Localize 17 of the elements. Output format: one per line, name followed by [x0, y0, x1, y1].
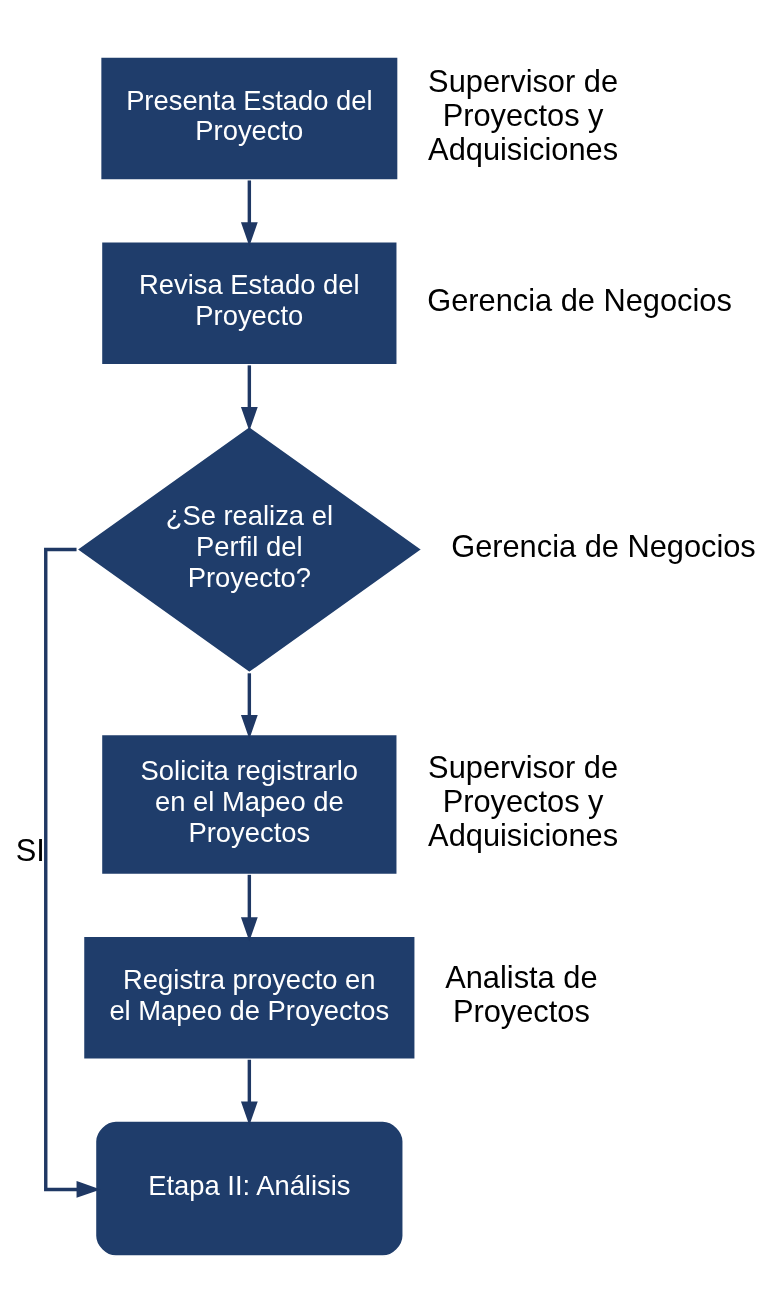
arrow	[240, 672, 258, 739]
arrow	[240, 364, 258, 431]
arrow	[240, 874, 258, 941]
node-box: Presenta Estado del Proyecto	[99, 55, 400, 181]
arrow	[240, 1059, 258, 1126]
node-label: Gerencia de Negocios	[427, 282, 732, 318]
node-box: Solicita registrarlo en el Mapeo de Proyectos	[100, 733, 399, 875]
node-label: Gerencia de Negocios	[451, 528, 756, 564]
node-label: Supervisor de Proyectos y Adquisiciones	[428, 63, 619, 167]
node-label: Analista de Proyectos	[445, 959, 598, 1029]
node-label: Supervisor de Proyectos y Adquisiciones	[428, 749, 619, 853]
edge-label: SI	[15, 832, 45, 868]
node-box: Registra proyecto en el Mapeo de Proyectos	[82, 934, 417, 1060]
arrow	[44, 547, 101, 1198]
arrow	[240, 179, 258, 246]
node-box: Revisa Estado del Proyecto	[100, 240, 399, 366]
node-box: Etapa II: Análisis	[94, 1119, 405, 1257]
